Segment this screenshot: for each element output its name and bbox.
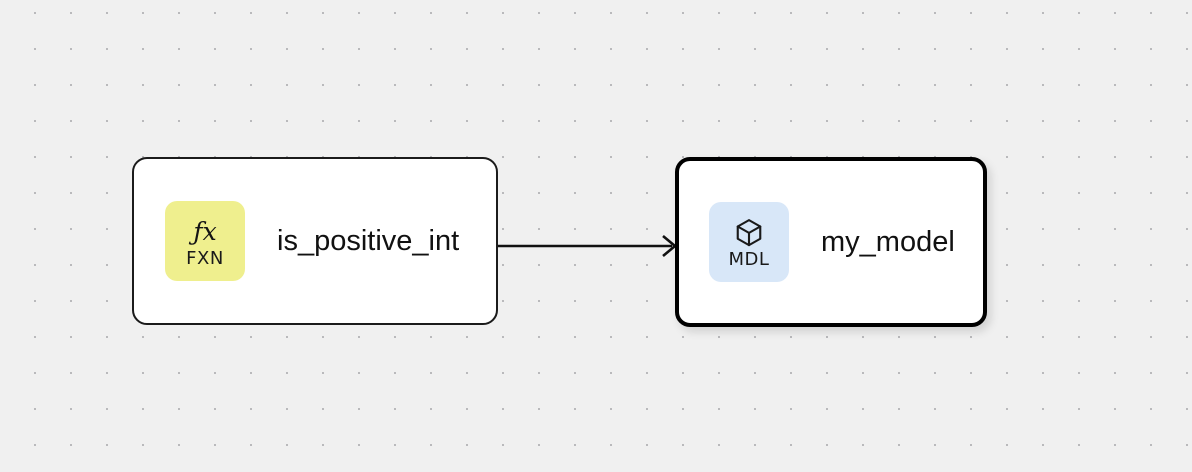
cube-box-icon <box>734 216 764 250</box>
edge-fxn-to-mdl[interactable] <box>497 235 678 257</box>
node-type-badge-label: MDL <box>728 248 770 270</box>
node-type-badge-label: FXN <box>186 247 224 269</box>
function-fx-icon: ƒx <box>193 217 217 246</box>
node-type-badge-mdl: MDL <box>709 202 789 282</box>
graph-node-is-positive-int[interactable]: ƒx FXN is_positive_int <box>132 157 498 325</box>
node-title: is_positive_int <box>277 224 460 257</box>
node-title: my_model <box>821 225 955 258</box>
graph-node-my-model[interactable]: MDL my_model <box>675 157 987 327</box>
node-type-badge-fxn: ƒx FXN <box>165 201 245 281</box>
